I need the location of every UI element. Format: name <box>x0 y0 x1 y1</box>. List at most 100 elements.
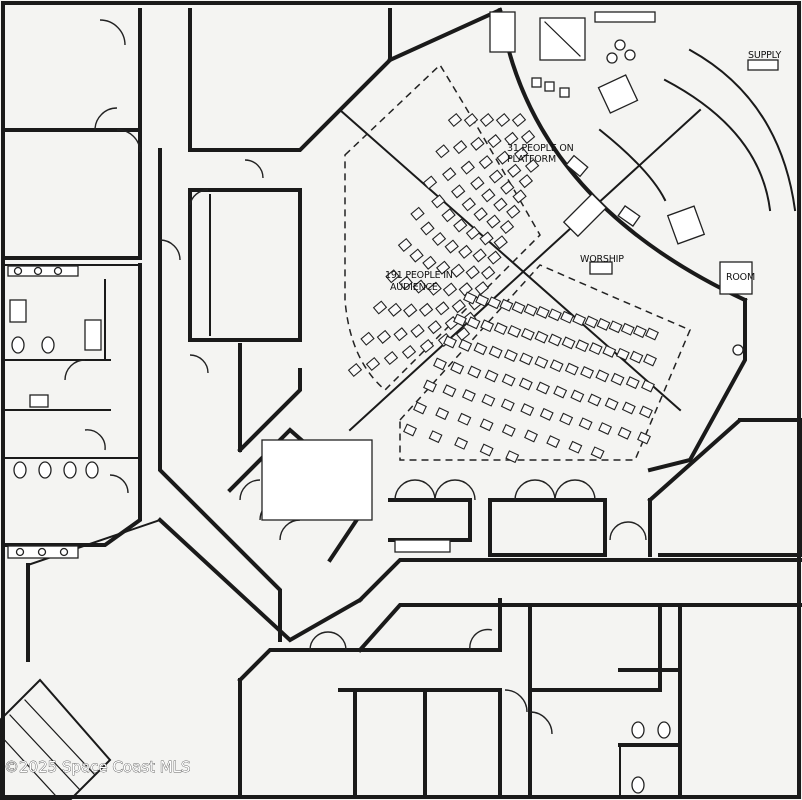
audience-seat <box>450 361 465 375</box>
audience-seat <box>500 398 515 412</box>
audience-seat <box>479 443 494 457</box>
audience-seat <box>423 379 437 393</box>
audience-seat <box>431 231 447 247</box>
audience-seat <box>458 338 473 352</box>
audience-seat <box>479 112 495 128</box>
audience-seat <box>453 313 467 327</box>
audience-seat <box>442 167 457 182</box>
audience-seat <box>503 349 518 363</box>
audience-seat <box>460 160 475 175</box>
platform-furniture <box>261 11 779 521</box>
audience-seat <box>480 319 495 333</box>
audience-seat <box>524 429 538 443</box>
audience-seat <box>487 134 502 149</box>
audience-seat <box>598 422 613 436</box>
audience-seat <box>463 291 477 305</box>
audience-seat <box>410 206 425 221</box>
audience-seat <box>615 347 630 361</box>
audience-seat <box>461 388 476 402</box>
watermark: ©2025 Space Coast MLS <box>4 758 191 776</box>
audience-seat <box>436 260 451 275</box>
stair-hatch <box>0 678 112 800</box>
audience-seat <box>360 331 375 346</box>
audience-seat <box>496 150 511 165</box>
audience-seat <box>519 352 534 366</box>
audience-seat <box>590 446 605 460</box>
audience-seat <box>604 397 619 411</box>
audience-seat <box>501 373 516 387</box>
audience-seat <box>472 248 487 263</box>
audience-seat <box>385 269 400 284</box>
audience-seat <box>467 365 482 379</box>
audience-seat <box>442 282 458 297</box>
audience-seat <box>398 275 413 290</box>
audience-seat <box>524 158 540 173</box>
audience-seat <box>511 301 526 315</box>
worship-label: WORSHIP <box>580 254 624 265</box>
platform-label-line2: PLATFORM <box>507 154 556 165</box>
audience-seat <box>466 316 481 330</box>
audience-seat <box>637 431 651 445</box>
audience-seat <box>549 359 564 373</box>
audience-seat <box>347 362 363 378</box>
audience-seat <box>595 369 610 383</box>
audience-seat <box>457 412 472 426</box>
audience-seats-right <box>403 291 659 464</box>
audience-seat <box>486 214 501 229</box>
audience-seat <box>546 435 561 449</box>
audience-seat <box>427 320 442 335</box>
audience-seat <box>420 221 435 236</box>
audience-seat <box>383 350 399 366</box>
audience-seat <box>500 180 515 195</box>
audience-seat <box>504 131 519 146</box>
left-wing-walls <box>3 8 162 662</box>
audience-seat <box>435 301 450 316</box>
audience-seat <box>568 440 583 454</box>
audience-seat <box>580 365 595 379</box>
central-walls <box>157 8 392 643</box>
audience-seat <box>435 144 450 159</box>
audience-seat <box>620 322 635 336</box>
audience-seat <box>645 327 659 341</box>
audience-seat <box>518 377 533 391</box>
audience-seat <box>435 407 450 421</box>
audience-seat <box>559 412 574 426</box>
audience-seat <box>536 381 550 395</box>
audience-seat <box>393 327 408 342</box>
audience-seat <box>488 345 503 359</box>
audience-seat <box>412 279 427 294</box>
audience-seat <box>473 207 488 222</box>
audience-seat <box>520 327 535 341</box>
audience-seat <box>639 405 653 419</box>
audience-label-line2: AUDIENCE <box>390 282 438 293</box>
audience-seat <box>561 336 576 350</box>
audience-seat <box>450 263 465 278</box>
audience-seat <box>474 281 490 296</box>
audience-seat <box>575 339 590 353</box>
audience-seat <box>453 218 468 233</box>
audience-seat <box>539 407 554 421</box>
supply-label: SUPPLY <box>748 50 781 61</box>
audience-seat <box>478 155 494 170</box>
audience-seat <box>431 194 446 209</box>
audience-seat <box>523 303 538 317</box>
audience-seat <box>455 326 471 342</box>
audience-seat <box>499 219 515 235</box>
audience-seat <box>513 146 529 161</box>
audience-seat <box>484 369 499 383</box>
audience-seat <box>443 335 457 349</box>
audience-seat <box>493 197 508 212</box>
audience-seat <box>452 140 468 155</box>
audience-seat <box>602 344 617 358</box>
audience-seat <box>409 248 424 263</box>
audience-seat <box>465 265 480 280</box>
audience-seat <box>422 255 437 270</box>
audience-seat <box>632 325 647 339</box>
audience-seat <box>479 418 494 432</box>
audience-seat <box>511 112 527 128</box>
audience-seat <box>387 302 402 317</box>
audience-seat <box>507 163 522 178</box>
audience-seat <box>608 320 623 334</box>
audience-seat <box>499 298 514 312</box>
